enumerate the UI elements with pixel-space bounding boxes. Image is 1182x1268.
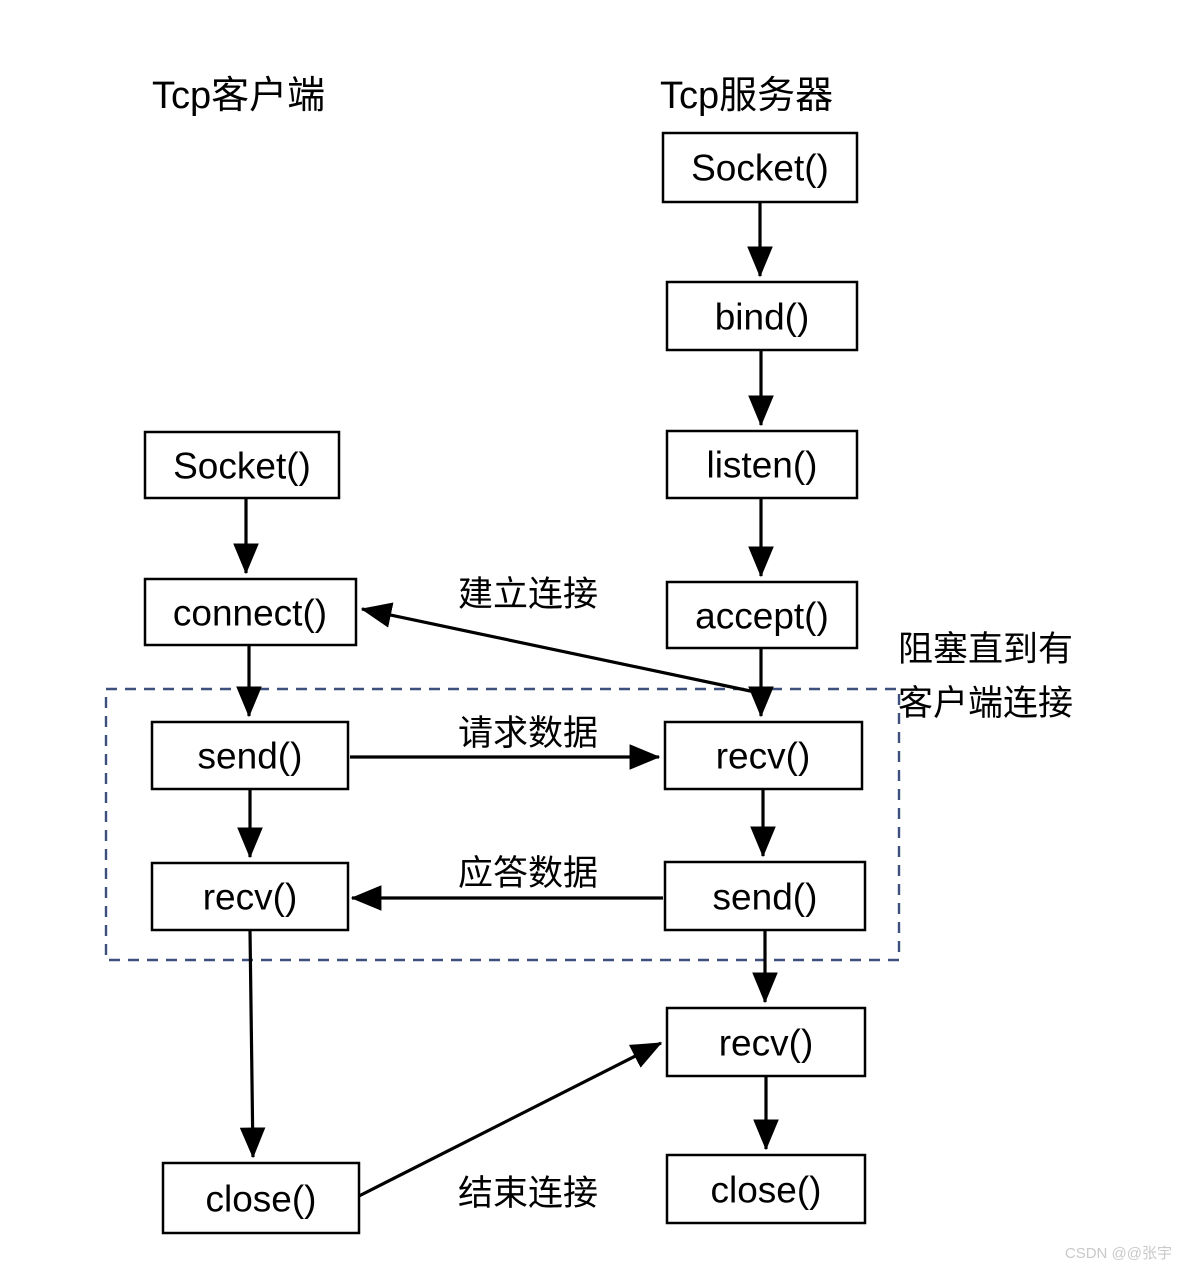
server-node-recv-2-label: recv() xyxy=(719,1023,814,1064)
client-node-connect[interactable]: connect() xyxy=(143,577,358,647)
client-column-title: Tcp客户端 xyxy=(152,75,325,117)
server-node-recv-2[interactable]: recv() xyxy=(665,1006,867,1078)
server-node-socket[interactable]: Socket() xyxy=(661,131,859,204)
server-node-bind-label: bind() xyxy=(715,297,810,338)
edge-response-data-label: 应答数据 xyxy=(458,854,598,893)
client-node-close-label: close() xyxy=(205,1179,316,1220)
blocking-note-line-2: 客户端连接 xyxy=(898,684,1073,723)
client-node-socket[interactable]: Socket() xyxy=(143,430,341,500)
edge-close-connection xyxy=(358,1041,663,1198)
blocking-note-line-1: 阻塞直到有 xyxy=(898,630,1073,669)
watermark-text: CSDN @@张宇 xyxy=(1065,1245,1172,1262)
server-column-title: Tcp服务器 xyxy=(660,75,833,117)
edge-establish-connection-label: 建立连接 xyxy=(458,575,598,614)
client-node-connect-label: connect() xyxy=(173,593,327,634)
server-node-recv-1-label: recv() xyxy=(716,736,811,777)
client-node-close[interactable]: close() xyxy=(161,1161,361,1235)
server-node-bind[interactable]: bind() xyxy=(665,280,859,352)
server-node-accept-label: accept() xyxy=(695,596,829,637)
server-node-send[interactable]: send() xyxy=(663,860,867,932)
edge-request-data-label: 请求数据 xyxy=(458,714,598,753)
edge-client-recv-to-close xyxy=(239,929,266,1159)
client-node-recv-label: recv() xyxy=(203,877,298,918)
client-node-socket-label: Socket() xyxy=(173,446,311,487)
server-node-send-label: send() xyxy=(713,877,818,918)
server-node-listen[interactable]: listen() xyxy=(665,429,859,500)
server-node-close[interactable]: close() xyxy=(665,1153,867,1225)
edge-establish-connection xyxy=(360,602,756,694)
client-node-send[interactable]: send() xyxy=(150,720,350,791)
client-node-recv[interactable]: recv() xyxy=(150,861,350,932)
server-node-socket-label: Socket() xyxy=(691,148,829,189)
server-node-listen-label: listen() xyxy=(706,445,817,486)
server-node-close-label: close() xyxy=(710,1170,821,1211)
server-node-accept[interactable]: accept() xyxy=(665,580,859,650)
server-node-recv-1[interactable]: recv() xyxy=(663,720,864,791)
edge-close-connection-label: 结束连接 xyxy=(458,1174,598,1213)
client-node-send-label: send() xyxy=(198,736,303,777)
